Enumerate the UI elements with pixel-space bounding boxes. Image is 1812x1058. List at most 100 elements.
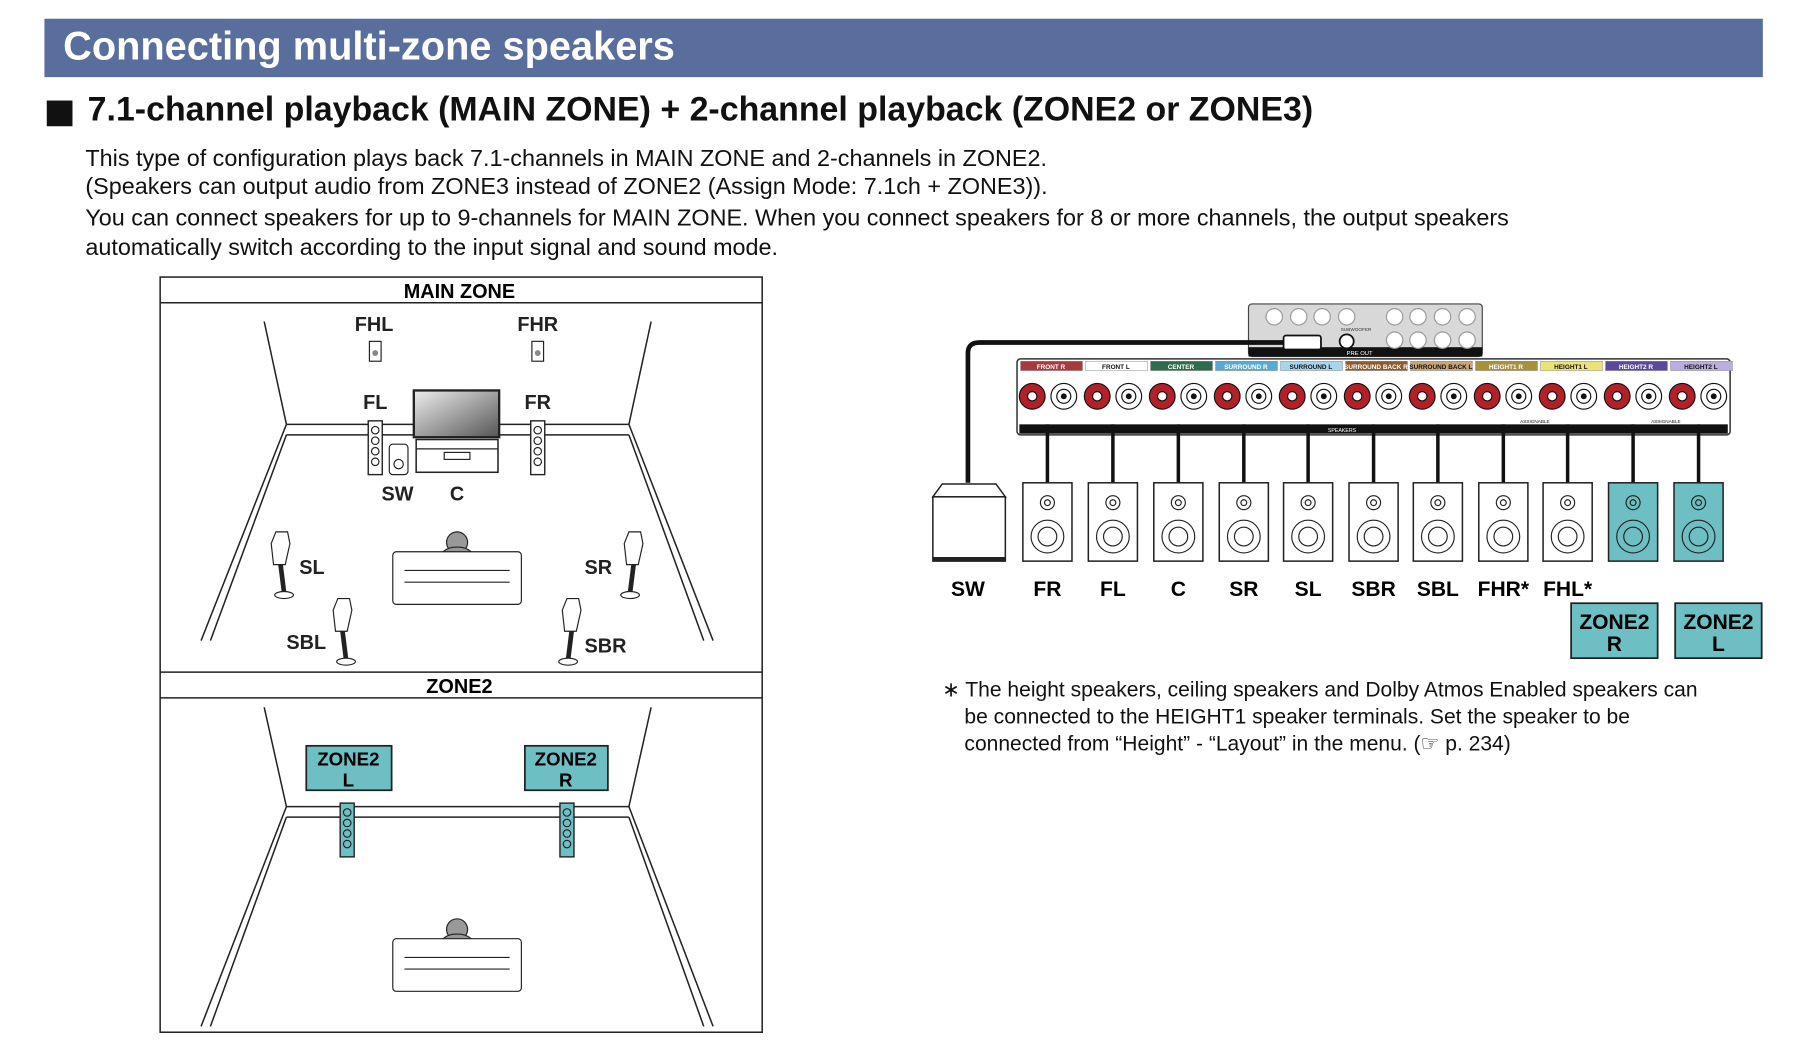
- room-frame: [159, 276, 763, 1033]
- footnote-line: be connected to the HEIGHT1 speaker term…: [964, 704, 1630, 729]
- speaker-sbr-icon: [558, 597, 582, 666]
- svg-text:SURROUND BACK L: SURROUND BACK L: [1409, 364, 1472, 371]
- speaker-label: SW: [951, 578, 985, 601]
- subwoofer-cable: [965, 340, 1286, 483]
- receiver-preout-panel: PRE OUT SUBWOOFER: [1247, 303, 1483, 358]
- speaker-sbr: SBR: [1348, 424, 1399, 601]
- page-title: Connecting multi-zone speakers: [63, 24, 675, 69]
- svg-text:HEIGHT2 R: HEIGHT2 R: [1619, 364, 1654, 371]
- svg-text:ZONE2: ZONE2: [535, 749, 597, 770]
- paragraph-line: This type of configuration plays back 7.…: [85, 146, 1047, 172]
- label-fl: FL: [363, 392, 387, 414]
- speaker-fl: FL: [1087, 424, 1139, 601]
- preout-jack: [1289, 308, 1308, 326]
- terminal-height2-r: HEIGHT2 R: [1603, 360, 1668, 410]
- label-fr: FR: [524, 392, 550, 414]
- sofa-listener-icon: [392, 531, 522, 605]
- speaker-sbl-icon: [332, 597, 356, 666]
- preout-jack: [1433, 308, 1452, 326]
- terminal-front-l: FRONT L: [1083, 360, 1148, 410]
- label-c: C: [450, 483, 464, 505]
- svg-text:R: R: [1607, 633, 1622, 656]
- svg-text:HEIGHT1 R: HEIGHT1 R: [1489, 364, 1524, 371]
- speaker-label: FL: [1100, 578, 1126, 601]
- paragraph-line: You can connect speakers for up to 9-cha…: [85, 205, 1509, 232]
- paragraph-line: (Speakers can output audio from ZONE3 in…: [85, 174, 1048, 200]
- preout-jack: [1313, 308, 1331, 326]
- svg-text:FRONT R: FRONT R: [1037, 364, 1066, 371]
- svg-text:ZONE2: ZONE2: [1683, 611, 1753, 634]
- label-fhr: FHR: [517, 314, 558, 336]
- terminal-surround-back-r: SURROUND BACK R: [1343, 360, 1408, 410]
- section-bullet-icon: [46, 100, 73, 127]
- svg-text:ZONE2: ZONE2: [1579, 611, 1649, 634]
- terminal-surround-r: SURROUND R: [1213, 360, 1278, 410]
- header-bar: Connecting multi-zone speakers: [44, 18, 1763, 78]
- speaker-sbl: SBL: [1412, 424, 1464, 601]
- preout-jack: [1385, 308, 1404, 326]
- terminal-height2-l: HEIGHT2 L: [1668, 360, 1733, 410]
- preout-jack: [1409, 308, 1427, 326]
- terminal-height1-r: HEIGHT1 R: [1473, 360, 1538, 410]
- speaker-zone2-l-icon: [339, 802, 355, 858]
- terminal-center: CENTER: [1148, 360, 1213, 410]
- terminal-surround-l: SURROUND L: [1278, 360, 1343, 410]
- speaker-sl: SL: [1282, 424, 1334, 601]
- preout-jack: [1409, 331, 1427, 349]
- svg-text:FRONT L: FRONT L: [1102, 364, 1130, 371]
- speaker-fr: FR: [1022, 424, 1073, 601]
- label-sr: SR: [585, 557, 613, 579]
- subwoofer-room-icon: [388, 443, 409, 476]
- speaker-fhr-: FHR*: [1478, 424, 1530, 601]
- speaker-fhl-: FHL*: [1542, 424, 1593, 601]
- speaker-c: C: [1153, 424, 1204, 601]
- speaker-fhl-icon: [368, 340, 382, 362]
- speaker-label: FHL*: [1543, 578, 1593, 601]
- tv-icon: [412, 389, 501, 474]
- svg-text:SURROUND R: SURROUND R: [1224, 364, 1268, 371]
- svg-text:L: L: [343, 770, 354, 791]
- svg-text:ASSIGNABLE: ASSIGNABLE: [1520, 419, 1550, 424]
- speaker-fhr-icon: [531, 340, 545, 362]
- preout-jack: [1337, 308, 1356, 326]
- speaker-fr-icon: [530, 420, 546, 476]
- svg-text:ZONE2: ZONE2: [317, 749, 379, 770]
- svg-text:CENTER: CENTER: [1168, 364, 1195, 371]
- preout-jack: [1385, 331, 1404, 349]
- preout-jack: [1433, 331, 1452, 349]
- speaker-sr-icon: [620, 531, 644, 600]
- main-zone-title: MAIN ZONE: [404, 281, 515, 303]
- speaker-label: FR: [1033, 578, 1061, 601]
- speaker-label: SR: [1229, 578, 1258, 601]
- terminal-surround-back-l: SURROUND BACK L: [1408, 360, 1473, 410]
- speaker-zone2-r-icon: [559, 802, 575, 858]
- svg-text:HEIGHT2 L: HEIGHT2 L: [1684, 364, 1718, 371]
- speaker-sw: SW: [931, 483, 1007, 601]
- speaker-sr: SR: [1218, 424, 1270, 601]
- paragraph-line: automatically switch according to the in…: [85, 234, 779, 261]
- main-room-walls: [200, 321, 714, 641]
- speaker-zone2-l: [1673, 424, 1724, 562]
- svg-text:SURROUND L: SURROUND L: [1290, 364, 1333, 371]
- speaker-label: C: [1171, 578, 1186, 601]
- speaker-zone2-r: [1607, 424, 1659, 562]
- zone2-tag-l: ZONE2 L: [305, 744, 393, 792]
- label-fhl: FHL: [355, 314, 394, 336]
- svg-text:PRE OUT: PRE OUT: [1347, 351, 1373, 357]
- label-sbr: SBR: [585, 635, 627, 657]
- svg-text:ASSIGNABLE: ASSIGNABLE: [1651, 419, 1681, 424]
- terminal-front-r: FRONT R: [1018, 360, 1083, 410]
- speaker-label: FHR*: [1478, 578, 1530, 601]
- svg-text:HEIGHT1 L: HEIGHT1 L: [1554, 364, 1588, 371]
- speaker-label: SBL: [1417, 578, 1459, 601]
- speaker-label: SBR: [1351, 578, 1395, 601]
- label-sw: SW: [381, 483, 413, 505]
- subwoofer-jack: [1338, 333, 1355, 350]
- label-sl: SL: [299, 557, 324, 579]
- footnote-line: ∗ The height speakers, ceiling speakers …: [942, 678, 1698, 702]
- zone2-tag-r: ZONE2 R: [524, 744, 609, 792]
